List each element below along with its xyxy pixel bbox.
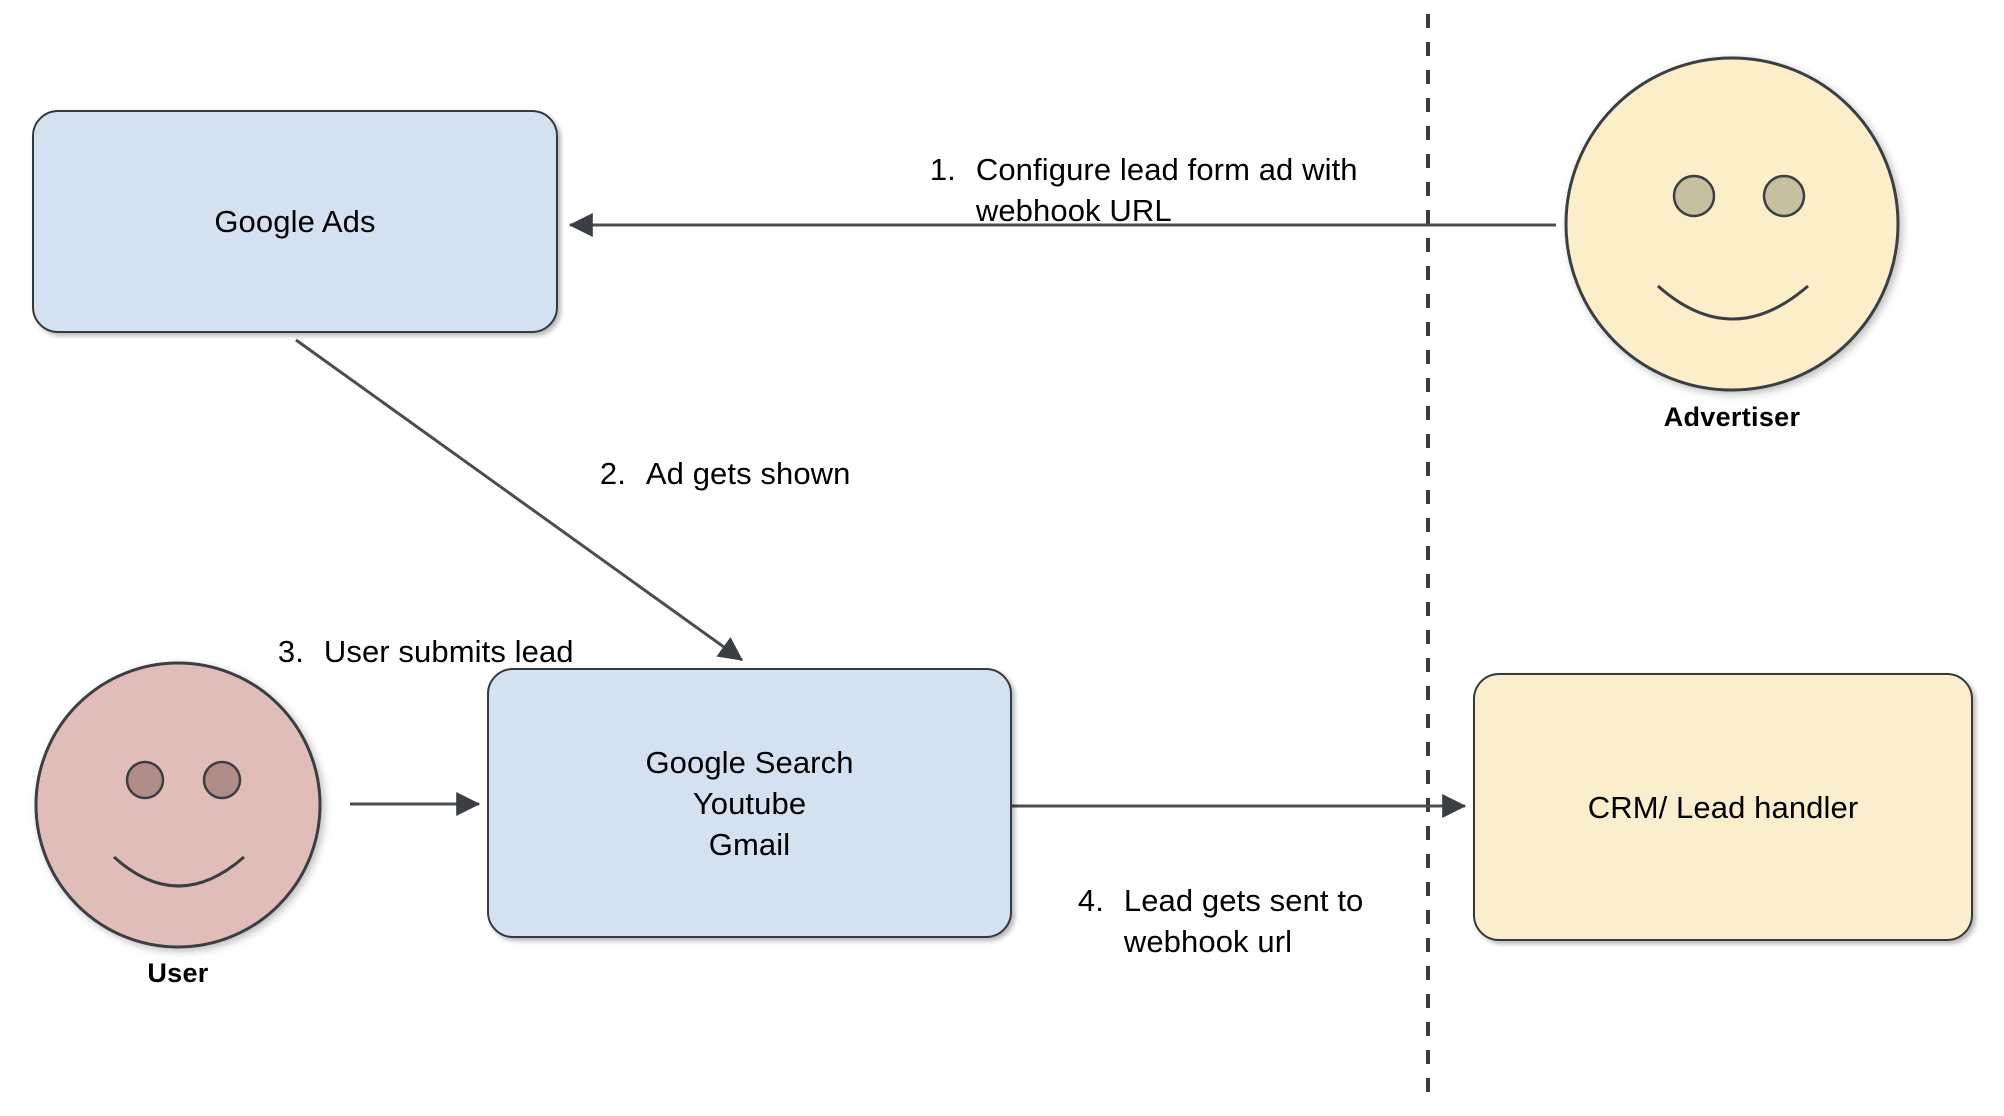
actor-user-label: User (147, 958, 209, 988)
step-2-text: Ad gets shown (645, 456, 851, 491)
actor-advertiser[interactable]: Advertiser (1562, 54, 1902, 433)
step-1-number: 1. (929, 152, 956, 187)
node-google-ads[interactable]: Google Ads (32, 110, 558, 333)
advertiser-left-eye (1672, 174, 1716, 218)
actor-user[interactable]: User (8, 660, 348, 989)
node-google-ads-label: Google Ads (214, 204, 376, 239)
user-smile (112, 855, 245, 888)
user-face-circle (34, 661, 322, 949)
advertiser-smile (1657, 284, 1809, 321)
step-1-label: 1. Configure lead form ad with webhook URL (895, 108, 1358, 272)
step-1-text: Configure lead form ad with webhook URL (976, 149, 1358, 231)
step-4-text: Lead gets sent to webhook url (1124, 880, 1364, 962)
step-4-number: 4. (1077, 883, 1104, 918)
advertiser-right-eye (1762, 174, 1806, 218)
actor-advertiser-label: Advertiser (1663, 402, 1801, 432)
step-4-line-1: Lead gets sent to (1123, 883, 1364, 918)
node-google-properties-label: Google Search Youtube Gmail (645, 744, 854, 862)
step-4-line-2: webhook url (1123, 924, 1293, 959)
step-2-number: 2. (599, 456, 626, 491)
step-1-line-2: webhook URL (975, 193, 1172, 228)
user-right-eye (202, 760, 242, 800)
advertiser-face-circle (1564, 56, 1900, 392)
node-crm-label: CRM/ Lead handler (1587, 789, 1859, 825)
node-crm[interactable]: CRM/ Lead handler (1473, 673, 1973, 941)
user-left-eye (125, 760, 165, 800)
step-4-label: 4. Lead gets sent to webhook url (1043, 839, 1363, 1003)
advertiser-smiley-face-icon (1564, 56, 1900, 392)
step-3-label: 3. User submits lead (243, 590, 574, 713)
step-1-line-1: Configure lead form ad with (975, 152, 1358, 187)
user-smiley-face-icon (34, 661, 322, 949)
step-3-number: 3. (277, 634, 304, 669)
step-2-label: 2. Ad gets shown (565, 412, 851, 535)
node-google-properties[interactable]: Google Search Youtube Gmail (487, 668, 1012, 938)
step-3-text: User submits lead (323, 634, 574, 669)
